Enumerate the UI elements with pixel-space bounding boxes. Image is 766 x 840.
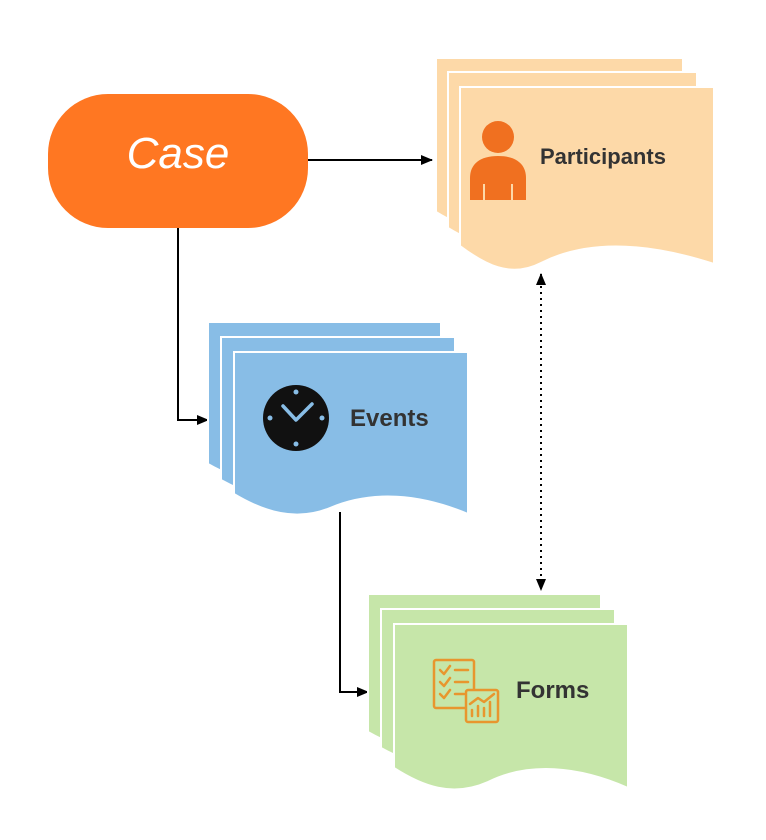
forms-node[interactable]: Forms (367, 593, 629, 791)
participants-node[interactable]: Participants (435, 57, 715, 271)
clock-icon (263, 385, 329, 451)
case-node[interactable]: Case (48, 94, 308, 228)
person-icon (470, 121, 526, 200)
checklist-chart-icon (432, 658, 500, 724)
edge-events-to-forms (339, 512, 369, 697)
events-label: Events (350, 405, 429, 432)
case-label: Case (127, 129, 230, 178)
events-node[interactable]: Events (207, 321, 469, 516)
edge-case-to-events (177, 228, 209, 425)
connectors (177, 155, 546, 697)
forms-label: Forms (516, 677, 589, 704)
participants-doc-front (459, 86, 715, 271)
case-shape (48, 94, 308, 228)
participants-label: Participants (540, 144, 666, 169)
forms-doc-front (393, 623, 629, 791)
